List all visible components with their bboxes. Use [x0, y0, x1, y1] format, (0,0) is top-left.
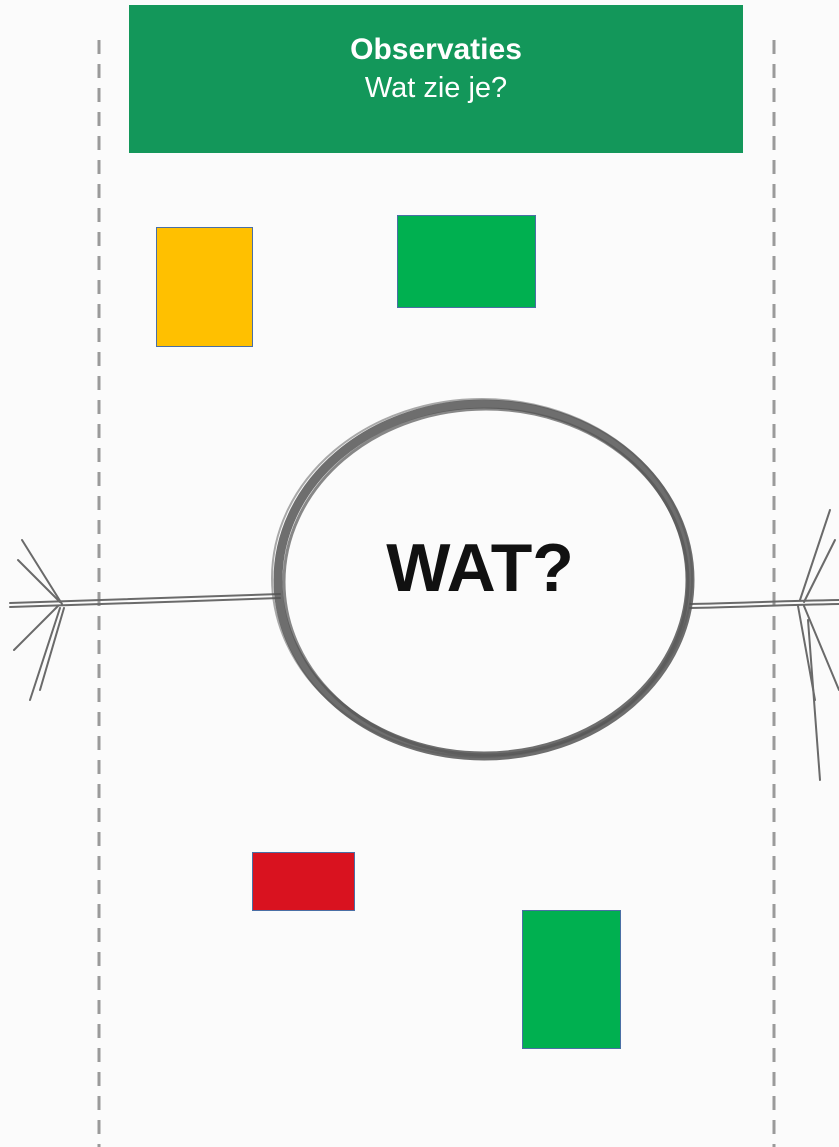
header-title: Observaties [350, 33, 522, 66]
sticky-note-yellow[interactable] [156, 227, 253, 347]
header-subtitle: Wat zie je? [364, 72, 508, 104]
sticky-note-green-top[interactable] [397, 215, 536, 308]
sticky-note-green-bottom[interactable] [522, 910, 621, 1049]
left-branch [9, 539, 281, 701]
center-circle [271, 398, 695, 761]
center-label: WAT? [386, 530, 574, 606]
observations-header: Observaties Wat zie je? [129, 5, 743, 153]
sticky-note-red[interactable] [252, 852, 355, 911]
right-branch [689, 509, 839, 781]
